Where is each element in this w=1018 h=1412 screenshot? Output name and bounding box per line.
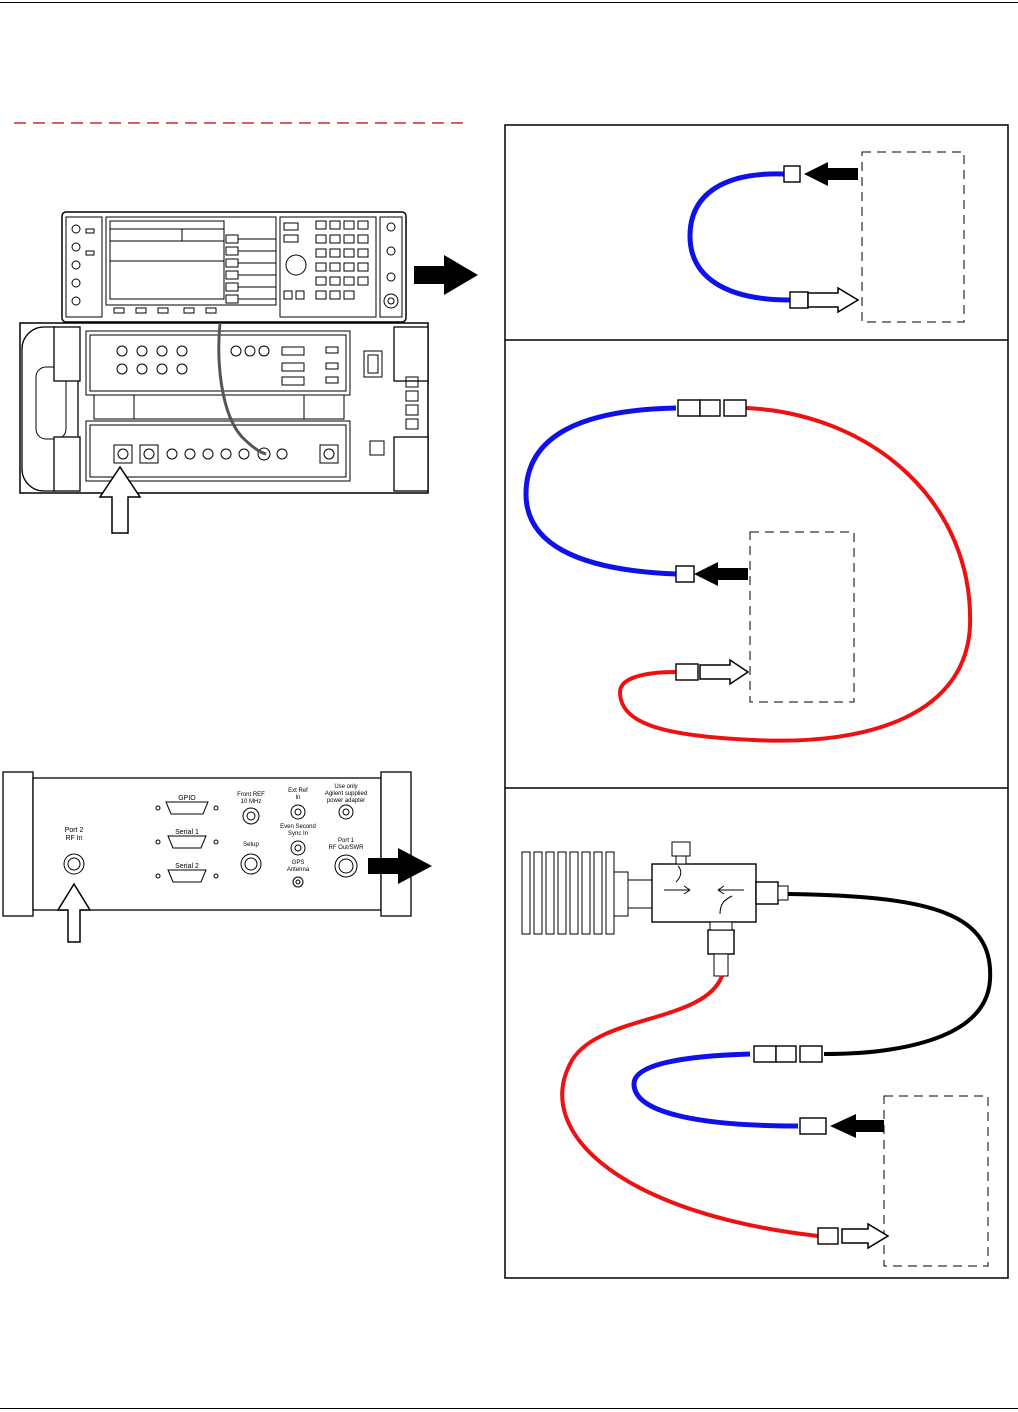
- ext-ref-in-label: In: [295, 795, 300, 801]
- blue-cable: [526, 408, 676, 574]
- connector-icon: [676, 566, 694, 582]
- arrow-left-icon: [830, 1114, 884, 1138]
- gpio-label: GPIO: [178, 795, 196, 802]
- instrument-outline: [750, 532, 854, 702]
- instrument-outline: [884, 1096, 988, 1266]
- rf-out-swr-label: RF Out/SWR: [328, 845, 364, 851]
- even-second-label: Even Second: [280, 824, 316, 830]
- connector-icon: [800, 1118, 826, 1134]
- front-panel-instrument: [62, 212, 406, 322]
- connector-icon: [676, 664, 698, 680]
- header-rule: [0, 2, 1018, 3]
- front-ref-freq-label: 10 MHz: [241, 799, 262, 805]
- power-agilent-label: Agilent supplied: [325, 791, 367, 797]
- port1-label: Port 1: [338, 838, 355, 844]
- antenna-label: Antenna: [287, 867, 310, 873]
- arrow-left-icon: [804, 162, 858, 186]
- arrow-right-icon: [700, 660, 748, 684]
- red-cable: [562, 976, 818, 1236]
- back-panel-figure: Port 2 RF In GPIO Serial 1 Serial 2 Fron…: [0, 770, 440, 945]
- connector-icon: [754, 1046, 822, 1062]
- section-dashed-rule: [14, 120, 474, 126]
- cable-connection-panels: [504, 124, 1010, 1280]
- sync-in-label: Sync In: [288, 831, 308, 837]
- arrow-right-icon: [842, 1224, 888, 1248]
- front-ref-label: Front REF: [237, 792, 265, 798]
- blue-cable: [634, 1054, 798, 1126]
- arrow-right-icon: [414, 255, 478, 295]
- test-set-chassis: [20, 323, 428, 493]
- serial1-label: Serial 1: [175, 829, 199, 836]
- coupler-icon: [652, 842, 788, 976]
- connector-icon: [784, 166, 800, 182]
- instrument-stack-figure: [14, 205, 484, 545]
- blue-cable: [690, 174, 790, 300]
- power-use-only-label: Use only: [334, 784, 357, 790]
- ext-ref-label: Ext Ref: [288, 788, 308, 794]
- black-cable: [788, 894, 990, 1054]
- power-adapter-label: power adapter: [327, 798, 365, 804]
- arrow-right-icon: [808, 288, 858, 312]
- gps-label: GPS: [292, 860, 305, 866]
- connector-icon: [790, 292, 808, 308]
- attenuator-icon: [522, 852, 652, 934]
- port2-label: Port 2: [65, 827, 84, 834]
- panel-3-coupler-setup: [522, 842, 990, 1266]
- rf-in-label: RF In: [65, 835, 82, 842]
- connector-icon: [678, 400, 746, 416]
- instrument-outline: [862, 152, 964, 322]
- serial2-label: Serial 2: [175, 863, 199, 870]
- footer-rule: [0, 1408, 1018, 1409]
- panel-2-extension: [526, 400, 970, 741]
- panel-1-loopback: [690, 152, 964, 322]
- setup-label: Setup: [243, 842, 259, 848]
- arrow-left-icon: [694, 562, 748, 586]
- connector-icon: [818, 1228, 838, 1244]
